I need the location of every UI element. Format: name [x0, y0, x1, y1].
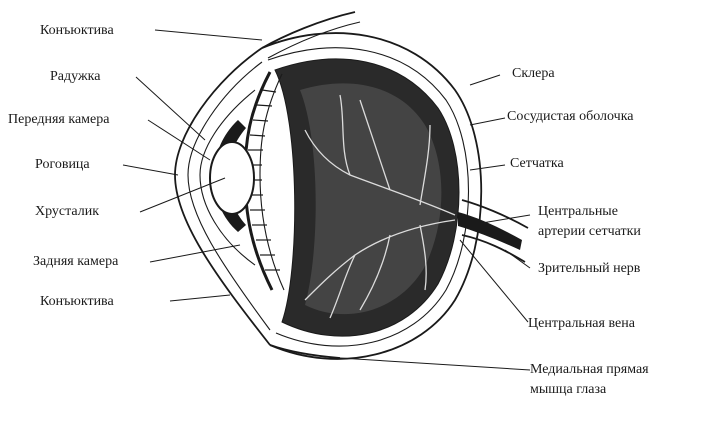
labels-left: Конъюктива Радужка Передняя камера Рогов…: [8, 23, 119, 309]
label-central-arteries-1: Центральные: [538, 204, 618, 219]
label-lens: Хрусталик: [35, 204, 99, 219]
label-medial-rectus-2: мышца глаза: [530, 382, 607, 397]
label-conjunctiva-top: Конъюктива: [40, 23, 114, 38]
lens-shape: [210, 142, 254, 214]
label-anterior-chamber: Передняя камера: [8, 112, 110, 127]
label-sclera: Склера: [512, 66, 555, 81]
label-optic-nerve: Зрительный нерв: [538, 261, 641, 276]
label-iris: Радужка: [50, 69, 101, 84]
label-conjunctiva-bottom: Конъюктива: [40, 294, 114, 309]
label-medial-rectus-1: Медиальная прямая: [530, 362, 649, 377]
label-posterior-chamber: Задняя камера: [33, 254, 119, 269]
label-central-arteries-2: артерии сетчатки: [538, 224, 641, 239]
label-choroid: Сосудистая оболочка: [507, 109, 634, 124]
label-cornea: Роговица: [35, 157, 90, 172]
optic-nerve-shape: [458, 200, 528, 262]
eyeball-illustration: [175, 12, 528, 359]
label-central-vein: Центральная вена: [528, 316, 636, 331]
labels-right: Склера Сосудистая оболочка Сетчатка Цент…: [507, 66, 649, 397]
label-retina: Сетчатка: [510, 156, 564, 171]
